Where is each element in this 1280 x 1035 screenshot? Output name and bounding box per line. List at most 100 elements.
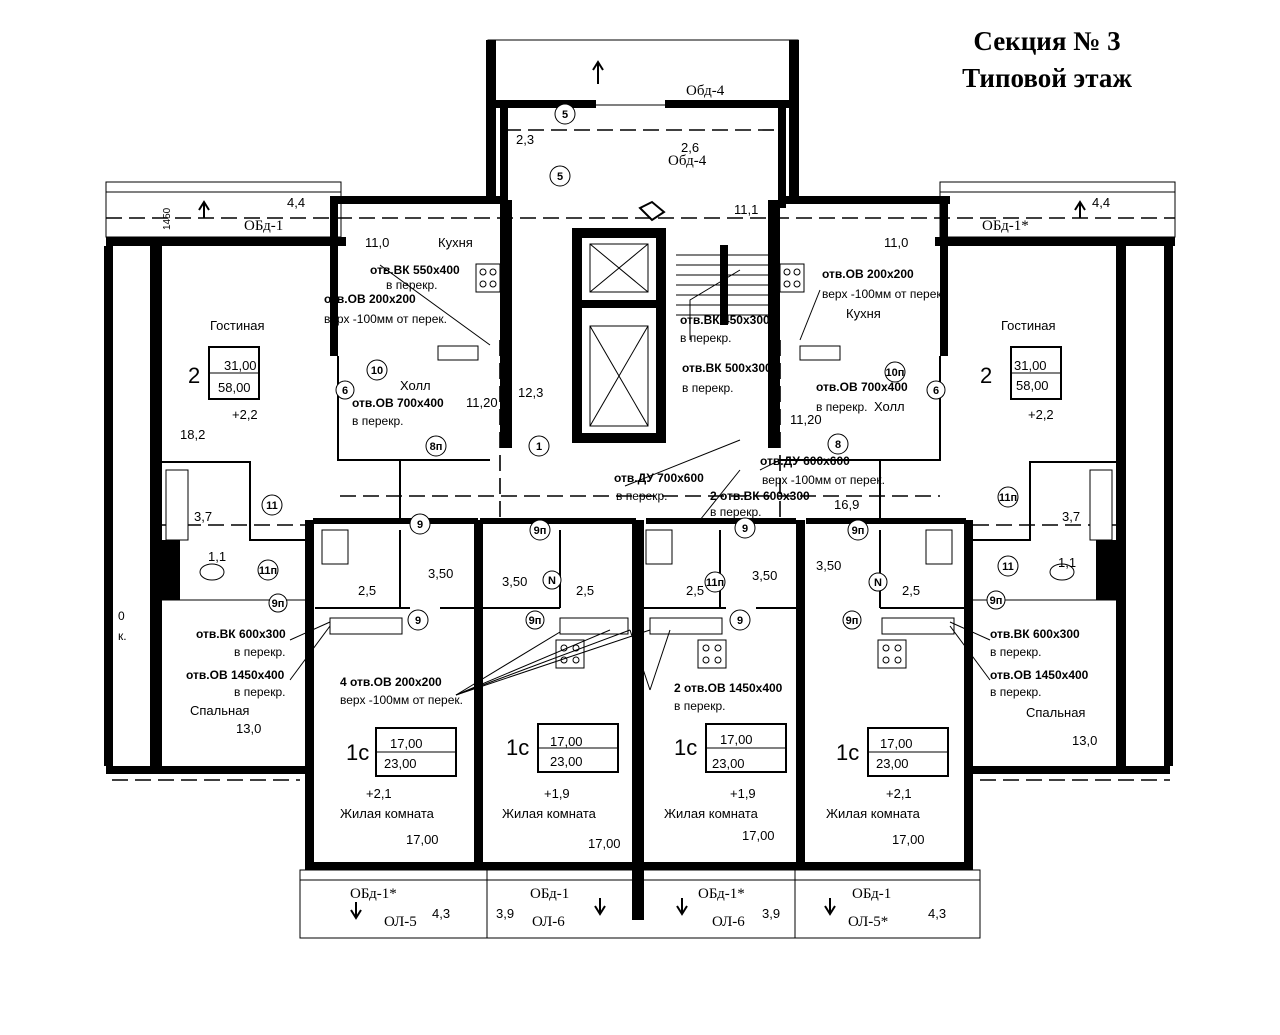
- note-vk2-2: в перекр.: [710, 505, 762, 519]
- apt-total-3: 23,00: [712, 756, 745, 771]
- note-vk550-1: отв.ВК 550х400: [370, 263, 460, 277]
- note-ov700-l1: отв.ОВ 700х400: [352, 396, 444, 410]
- area-2-5-4: 2,5: [902, 583, 920, 598]
- balcony-b3: ОБд-1*: [698, 886, 745, 902]
- staircase: [676, 254, 768, 340]
- marker-11m: 11п: [706, 577, 724, 589]
- loggia-ol1: ОЛ-5: [384, 914, 417, 930]
- area-room-2: 17,00: [588, 836, 621, 851]
- marker-circles: [257, 103, 1019, 631]
- apt-type-2: 1с: [506, 735, 529, 760]
- area-3-50-3: 3,50: [752, 568, 777, 583]
- apt-type-4: 1с: [836, 740, 859, 765]
- loggia-ol2: ОЛ-6: [532, 914, 565, 930]
- balcony-obd4-top: Обд-4: [686, 83, 725, 99]
- marker-10: 10: [371, 365, 383, 377]
- area-bedroom-right: 13,0: [1072, 733, 1097, 748]
- marker-5a: 5: [562, 109, 568, 121]
- balcony-b2: ОБд-1: [530, 886, 569, 902]
- note-ov200-l1: отв.ОВ 200х200: [324, 292, 416, 306]
- area-loggia-2: 3,9: [496, 906, 514, 921]
- plan-subtitle: Типовой этаж: [962, 63, 1132, 93]
- room-living-4: Жилая комната: [826, 806, 921, 821]
- area-2-6: 2,6: [681, 140, 699, 155]
- apt-total-right: 58,00: [1016, 378, 1049, 393]
- area-room-3: 17,00: [742, 828, 775, 843]
- balcony-b4: ОБд-1: [852, 886, 891, 902]
- room-living-1: Жилая комната: [340, 806, 435, 821]
- apartment-boxes: [208, 346, 1062, 777]
- marker-11r: 11п: [999, 492, 1017, 504]
- area-3-50-2: 3,50: [502, 574, 527, 589]
- room-living-right: Гостиная: [1001, 318, 1056, 333]
- area-hall-right: 11,20: [790, 412, 822, 427]
- note-du700-1: отв.ДУ 700х600: [614, 471, 704, 485]
- area-11-1: 11,1: [734, 202, 758, 217]
- note-vk600-l2: в перекр.: [234, 645, 286, 659]
- marker-9i: 9: [737, 615, 743, 627]
- note-vk600-l1: отв.ВК 600х300: [196, 627, 286, 641]
- apt-level-right: +2,2: [1028, 407, 1054, 422]
- note-ov1450-r2: в перекр.: [990, 685, 1042, 699]
- direction-arrows: [198, 60, 1086, 920]
- room-hall-right: Холл: [874, 399, 905, 414]
- area-2-5-1: 2,5: [358, 583, 376, 598]
- marker-9f: 9п: [272, 598, 285, 610]
- note-du600-1: отв.ДУ 600х600: [760, 454, 850, 468]
- area-kitchen-right: 11,0: [884, 235, 908, 250]
- note-du700-2: в перекр.: [616, 489, 668, 503]
- marker-n1: N: [548, 575, 556, 587]
- balcony-b1: ОБд-1*: [350, 886, 397, 902]
- balcony-obd1-right: ОБд-1*: [982, 218, 1029, 234]
- area-2-5-2: 2,5: [576, 583, 594, 598]
- apt-total-2: 23,00: [550, 754, 583, 769]
- note-ov200-r2: верх -100мм от перек.: [822, 287, 945, 301]
- marker-9j: 9п: [846, 615, 859, 627]
- room-living-left: Гостиная: [210, 318, 265, 333]
- marker-6l: 6: [342, 385, 348, 397]
- exterior-walls: [104, 40, 1175, 920]
- note-ov200-r1: отв.ОВ 200х200: [822, 267, 914, 281]
- elevator-cores: [589, 200, 768, 427]
- note-vk600-r2: в перекр.: [990, 645, 1042, 659]
- note-ov2-2: в перекр.: [674, 699, 726, 713]
- marker-5b: 5: [557, 171, 563, 183]
- note-ov2-1: 2 отв.ОВ 1450х400: [674, 681, 783, 695]
- note-ov1450-l1: отв.ОВ 1450х400: [186, 668, 285, 682]
- note-vk450-2: в перекр.: [680, 331, 732, 345]
- apt-level-2: +1,9: [544, 786, 570, 801]
- marker-10r: 10п: [886, 367, 905, 379]
- note-vk500-1: отв.ВК 500х300: [682, 361, 772, 375]
- area-loggia-4: 4,3: [928, 906, 946, 921]
- room-living-3: Жилая комната: [664, 806, 759, 821]
- apt-level-1: +2,1: [366, 786, 392, 801]
- apt-level-left: +2,2: [232, 407, 258, 422]
- note-cut-2: к.: [118, 629, 127, 643]
- marker-9h: 9п: [529, 615, 542, 627]
- area-3-50-1: 3,50: [428, 566, 453, 581]
- plan-title: Секция № 3: [973, 26, 1121, 56]
- apt-living-1: 17,00: [390, 736, 423, 751]
- area-12-3: 12,3: [518, 385, 543, 400]
- room-hall-left: Холл: [400, 378, 431, 393]
- marker-9g: 9п: [990, 595, 1003, 607]
- note-vk550-2: в перекр.: [386, 278, 438, 292]
- area-wc-left: 1,1: [208, 549, 226, 564]
- room-bedroom-right: Спальная: [1026, 705, 1085, 720]
- marker-9c: 9: [742, 523, 748, 535]
- room-bedroom-left: Спальная: [190, 703, 249, 718]
- area-bath-right: 3,7: [1062, 509, 1080, 524]
- note-ov200-l2: верх -100мм от перек.: [324, 312, 447, 326]
- loggia-ol4: ОЛ-5*: [848, 914, 888, 930]
- area-2-3: 2,3: [516, 132, 534, 147]
- apt-total-4: 23,00: [876, 756, 909, 771]
- room-kitchen-right: Кухня: [846, 306, 881, 321]
- loggia-ol3: ОЛ-6: [712, 914, 745, 930]
- area-kitchen-left: 11,0: [365, 235, 389, 250]
- area-bath-left: 3,7: [194, 509, 212, 524]
- apt-type-left: 2: [188, 363, 200, 388]
- note-vk450-1: отв.ВК 450х300: [680, 313, 770, 327]
- note-vk500-2: в перекр.: [682, 381, 734, 395]
- marker-8r: 8: [835, 439, 841, 451]
- area-2-5-3: 2,5: [686, 583, 704, 598]
